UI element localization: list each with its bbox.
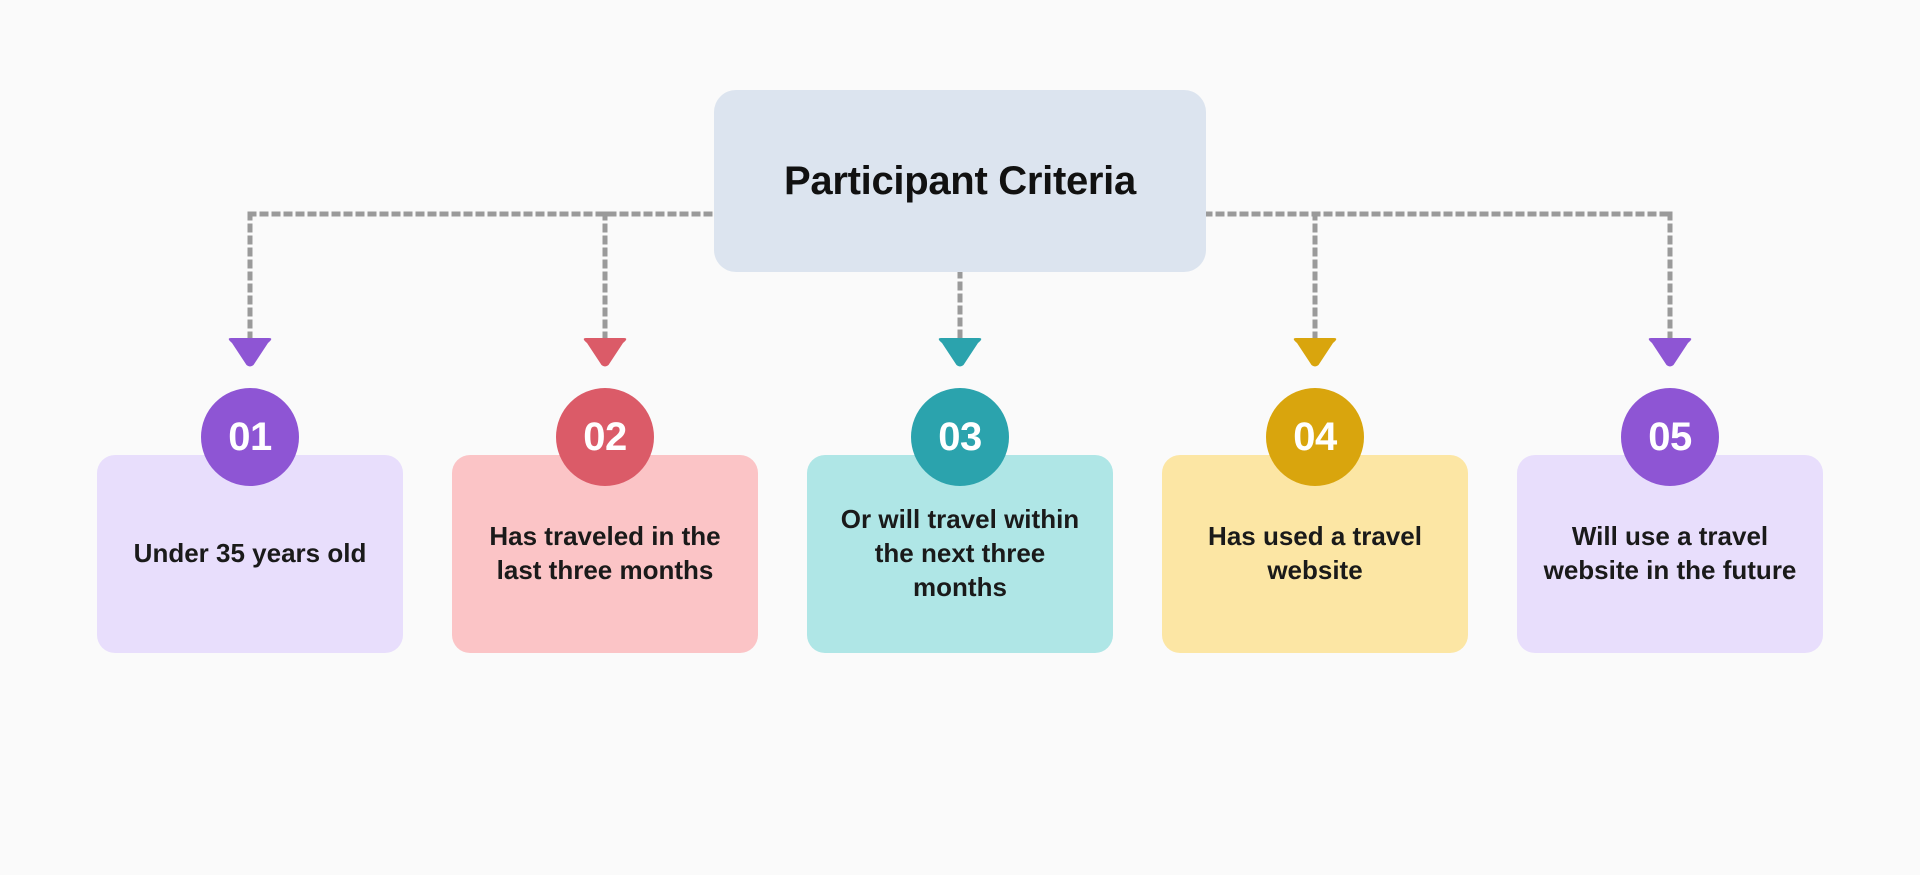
criteria-number-label: 04	[1293, 415, 1337, 459]
criteria-number-label: 01	[228, 415, 272, 459]
criteria-card-02[interactable]: Has traveled in the last three months	[452, 455, 758, 653]
criteria-number-label: 02	[583, 415, 627, 459]
connector-arrowhead-04	[1293, 338, 1337, 367]
criteria-card-05[interactable]: Will use a travel website in the future	[1517, 455, 1823, 653]
connector-arrowhead-05	[1648, 338, 1692, 367]
root-node-participant-criteria[interactable]: Participant Criteria	[714, 90, 1206, 272]
criteria-card-03[interactable]: Or will travel within the next three mon…	[807, 455, 1113, 653]
criteria-number-badge-04[interactable]: 04	[1266, 388, 1364, 486]
criteria-number-badge-03[interactable]: 03	[911, 388, 1009, 486]
criteria-number-badge-05[interactable]: 05	[1621, 388, 1719, 486]
criteria-card-04[interactable]: Has used a travel website	[1162, 455, 1468, 653]
page-title: Participant Criteria	[784, 159, 1136, 203]
criteria-card-label: Has used a travel website	[1208, 521, 1422, 585]
criteria-card-01[interactable]: Under 35 years old	[97, 455, 403, 653]
criteria-number-label: 05	[1648, 415, 1692, 459]
criteria-number-label: 03	[938, 415, 982, 459]
connector-arrowhead-02	[583, 338, 627, 367]
criteria-number-badge-01[interactable]: 01	[201, 388, 299, 486]
connector-arrowhead-01	[228, 338, 272, 367]
connector-arrowhead-03	[938, 338, 982, 367]
criteria-card-label: Will use a travel website in the future	[1543, 521, 1797, 585]
criteria-number-badge-02[interactable]: 02	[556, 388, 654, 486]
criteria-card-label: Has traveled in the last three months	[489, 521, 721, 585]
criteria-card-label: Or will travel within the next three mon…	[840, 504, 1080, 602]
criteria-card-label: Under 35 years old	[133, 538, 367, 569]
